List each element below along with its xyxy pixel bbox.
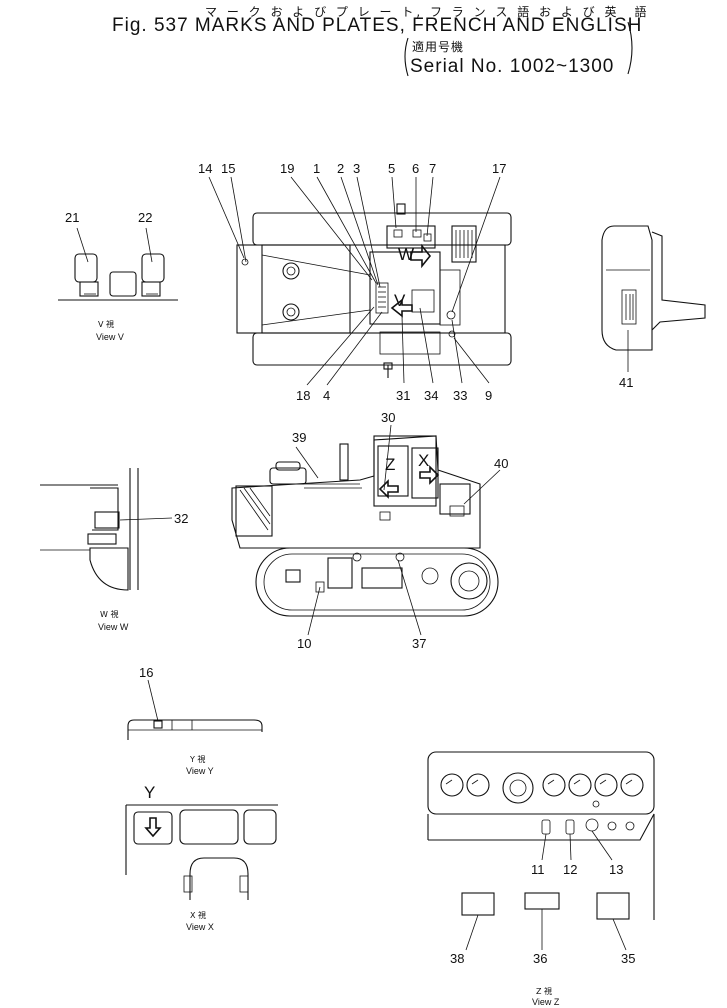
callout-11: 11 bbox=[531, 862, 545, 877]
view-y-caption: View Y bbox=[186, 766, 214, 776]
callout-10: 10 bbox=[297, 636, 311, 651]
view-letter-w: W bbox=[398, 245, 414, 264]
callout-22: 22 bbox=[138, 210, 152, 225]
callout-6: 6 bbox=[412, 161, 419, 176]
arrow-z-marker bbox=[378, 479, 399, 499]
view-letter-z: Z bbox=[385, 455, 395, 474]
callout-13: 13 bbox=[609, 862, 623, 877]
callout-12: 12 bbox=[563, 862, 577, 877]
callout-30: 30 bbox=[381, 410, 395, 425]
view-w-jp-label: W 視 bbox=[100, 610, 118, 619]
serial-range: Serial No. 1002~1300 bbox=[410, 56, 615, 77]
callout-41: 41 bbox=[619, 375, 633, 390]
arrow-y-marker bbox=[144, 817, 162, 838]
callout-34: 34 bbox=[424, 388, 438, 403]
callout-17: 17 bbox=[492, 161, 506, 176]
view-letter-y: Y bbox=[144, 783, 155, 802]
callout-3: 3 bbox=[353, 161, 360, 176]
arrow-v-marker bbox=[390, 298, 413, 318]
callout-19: 19 bbox=[280, 161, 294, 176]
top-view-leaders bbox=[208, 176, 501, 386]
callout-38: 38 bbox=[450, 951, 464, 966]
callout-14: 14 bbox=[198, 161, 212, 176]
view-letter-x: X bbox=[418, 451, 429, 470]
callout-32: 32 bbox=[174, 511, 188, 526]
serial-bracket-right bbox=[627, 21, 633, 75]
callout-33: 33 bbox=[453, 388, 467, 403]
view-w-detail: W 視 View W bbox=[40, 468, 173, 632]
view-w-caption: View W bbox=[98, 622, 129, 632]
figure-title: Fig. 537 MARKS AND PLATES, FRENCH AND EN… bbox=[112, 15, 643, 36]
view-z-dashboard: Z 視 View Z bbox=[427, 751, 655, 1007]
view-v-jp-label: V 視 bbox=[98, 320, 114, 329]
callout-40: 40 bbox=[494, 456, 508, 471]
japanese-title: マ ー ク お よ び プ レ ー ト, フ ラ ン ス 語 お よ び 英 語 bbox=[205, 5, 650, 19]
callout-16: 16 bbox=[139, 665, 153, 680]
callout-31: 31 bbox=[396, 388, 410, 403]
view-v-caption: View V bbox=[96, 332, 124, 342]
callout-1: 1 bbox=[313, 161, 320, 176]
callout-7: 7 bbox=[429, 161, 436, 176]
callout-18: 18 bbox=[296, 388, 310, 403]
view-x-jp-label: X 視 bbox=[190, 911, 206, 920]
callout-4: 4 bbox=[323, 388, 330, 403]
callout-21: 21 bbox=[65, 210, 79, 225]
applicable-models-label: 適用号機 bbox=[412, 40, 465, 54]
view-y-detail: Y 視 View Y bbox=[127, 679, 263, 776]
view-letter-v: V bbox=[394, 291, 406, 310]
callout-36: 36 bbox=[533, 951, 547, 966]
arrow-w-marker bbox=[410, 243, 432, 269]
serial-bracket-left bbox=[404, 37, 409, 77]
view-x-detail: Y X 視 View X bbox=[125, 783, 278, 932]
callout-39: 39 bbox=[292, 430, 306, 445]
callout-5: 5 bbox=[388, 161, 395, 176]
arrow-x-marker bbox=[419, 465, 440, 485]
side-view-dozer: Z X bbox=[231, 424, 501, 636]
callout-2: 2 bbox=[337, 161, 344, 176]
callout-numbers: 14 15 19 1 2 3 5 6 7 17 21 22 18 4 31 34… bbox=[65, 161, 635, 966]
callout-37: 37 bbox=[412, 636, 426, 651]
callout-35: 35 bbox=[621, 951, 635, 966]
view-z-caption: View Z bbox=[532, 997, 560, 1007]
view-v-seats: V 視 View V bbox=[58, 227, 178, 342]
side-panel-view bbox=[601, 225, 706, 372]
callout-9: 9 bbox=[485, 388, 492, 403]
callout-15: 15 bbox=[221, 161, 235, 176]
top-view-dozer: W V bbox=[236, 203, 512, 378]
view-y-jp-label: Y 視 bbox=[189, 755, 205, 764]
view-z-jp-label: Z 視 bbox=[536, 987, 552, 996]
view-x-caption: View X bbox=[186, 922, 214, 932]
